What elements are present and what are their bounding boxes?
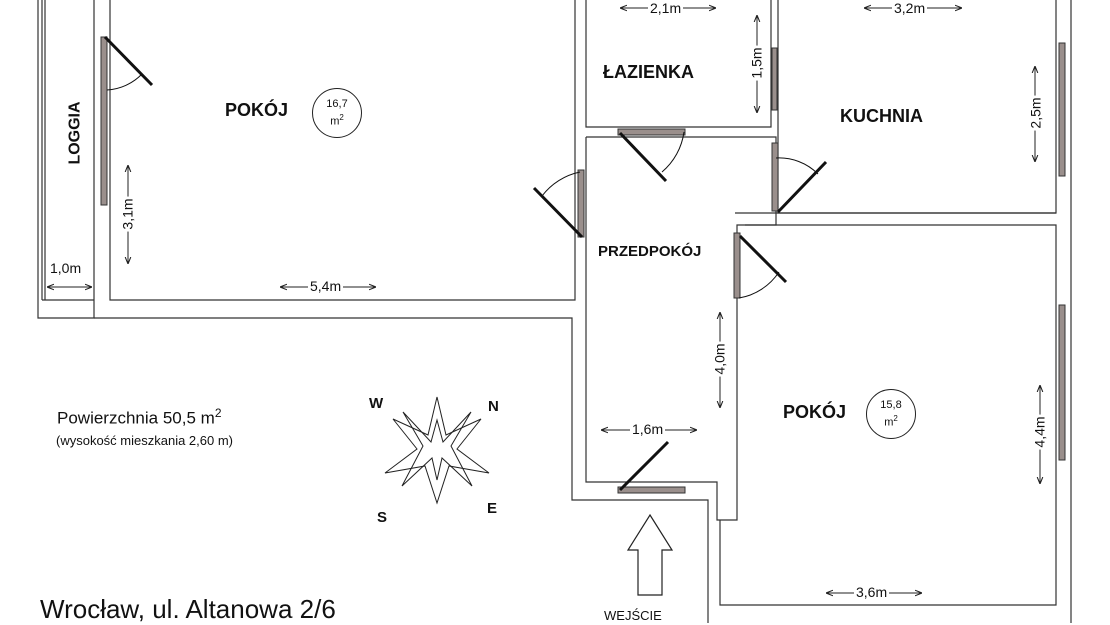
compass-inner-icon (401, 411, 473, 487)
dim-label-pokoj2-v: 4,4m (1031, 414, 1048, 450)
door-arc-pokoj1 (541, 171, 581, 197)
room-label-pokoj1: POKÓJ (225, 100, 289, 120)
window-pokoj1 (100, 36, 108, 206)
dim-label-przedpokoj-h: 1,6m (630, 421, 666, 437)
door-arc-pokoj1-top (106, 73, 143, 91)
doors (103, 35, 828, 492)
door-leaf-lazienka (617, 128, 686, 136)
door-leaf-entrance (617, 486, 686, 494)
door-swing-kuchnia (776, 160, 828, 214)
area-unit-pokoj1: m2 (330, 113, 344, 128)
address-title: Wrocław, ul. Altanowa 2/6 (40, 594, 336, 624)
door-swing-entrance (618, 440, 670, 492)
dim-label-pokoj2-h: 3,6m (854, 584, 890, 600)
door-arc-lazienka (661, 131, 685, 173)
room-label-lazienka: ŁAZIENKA (603, 62, 694, 82)
door-swing-pokoj1 (532, 186, 584, 239)
window-pokoj2 (1058, 304, 1066, 461)
walls (37, 0, 1072, 623)
area-value-pokoj2: 15,8 (880, 399, 902, 411)
room-label-loggia: LOGGIA (66, 101, 84, 165)
dim-label-lazienka-h: 2,1m (648, 0, 684, 16)
compass-rose-icon (384, 396, 490, 505)
dim-label-kuchnia-v: 2,5m (1027, 95, 1044, 131)
door-leaf-pokoj1 (577, 169, 585, 238)
door-arc-kuchnia (775, 157, 819, 175)
entrance-label: WEJŚCIE (604, 608, 662, 623)
loggia-wall (37, 0, 95, 319)
room-label-kuchnia: KUCHNIA (840, 106, 923, 126)
door-swing-pokoj1-top (103, 35, 154, 87)
area-value-pokoj1: 16,7 (326, 98, 348, 110)
dim-label-kuchnia-h: 3,2m (892, 0, 928, 16)
door-swing-pokoj2 (738, 234, 788, 284)
dim-label-lazienka-v: 1,5m (748, 45, 765, 81)
window-lazienka (771, 47, 778, 111)
compass-label-w: W (369, 395, 384, 412)
pokoj2-wall (719, 224, 1057, 606)
door-leaf-kuchnia (771, 142, 779, 212)
summary-area: Powierzchnia 50,5 m2 (57, 406, 222, 428)
room-label-przedpokoj: PRZEDPOKÓJ (598, 243, 702, 260)
door-leaf-pokoj2 (733, 232, 741, 299)
area-badge-pokoj2: 15,8 m2 (866, 389, 916, 439)
door-swing-lazienka (618, 131, 668, 183)
dim-label-pokoj1-v: 3,1m (119, 196, 136, 232)
przedpokoj-wall (585, 136, 777, 521)
room-label-pokoj2: POKÓJ (783, 402, 847, 422)
compass-label-n: N (488, 398, 499, 415)
dim-label-przedpokoj-v: 4,0m (711, 341, 728, 377)
compass-label-s: S (377, 509, 388, 526)
area-unit-pokoj2: m2 (884, 414, 898, 429)
dim-label-loggia-h: 1,0m (50, 260, 82, 276)
dim-label-pokoj1-h: 5,4m (308, 278, 344, 294)
compass-star (384, 396, 490, 505)
compass-label-e: E (487, 500, 498, 517)
windows (100, 36, 1066, 494)
area-badge-pokoj1: 16,7 m2 (312, 88, 362, 138)
window-kuchnia (1058, 42, 1066, 177)
lazienka-wall (585, 0, 772, 128)
entrance-arrow-icon (626, 513, 674, 596)
door-arc-pokoj2 (738, 271, 780, 299)
summary-height-note: (wysokość mieszkania 2,60 m) (56, 433, 233, 448)
pokoj1-wall (109, 0, 576, 301)
pokoj1-outer-wall (94, 317, 709, 623)
